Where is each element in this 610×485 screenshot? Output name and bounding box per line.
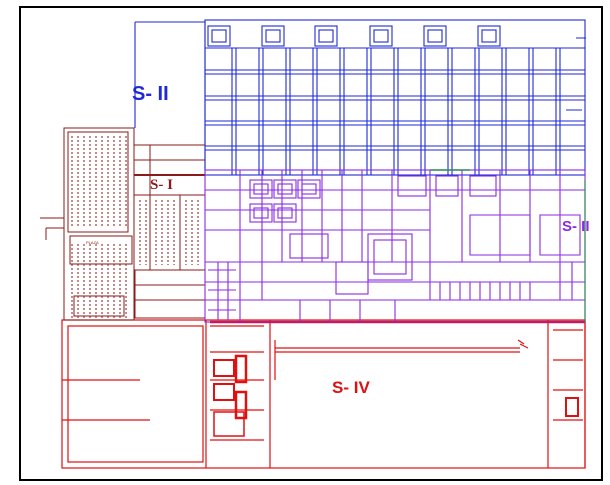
zone-s3-lines (204, 169, 586, 323)
label-s4: S- IV (332, 378, 370, 397)
label-s2: S- II (132, 83, 169, 105)
label-s1: S- I (150, 177, 173, 193)
zone-s1-lines (40, 127, 206, 321)
plaza-annotation: PLAZA (86, 240, 99, 245)
drawing-frame (19, 6, 603, 481)
label-s3: S- II (562, 218, 590, 235)
zone-s4-lines (61, 319, 586, 469)
zone-s2-lines (134, 19, 586, 176)
